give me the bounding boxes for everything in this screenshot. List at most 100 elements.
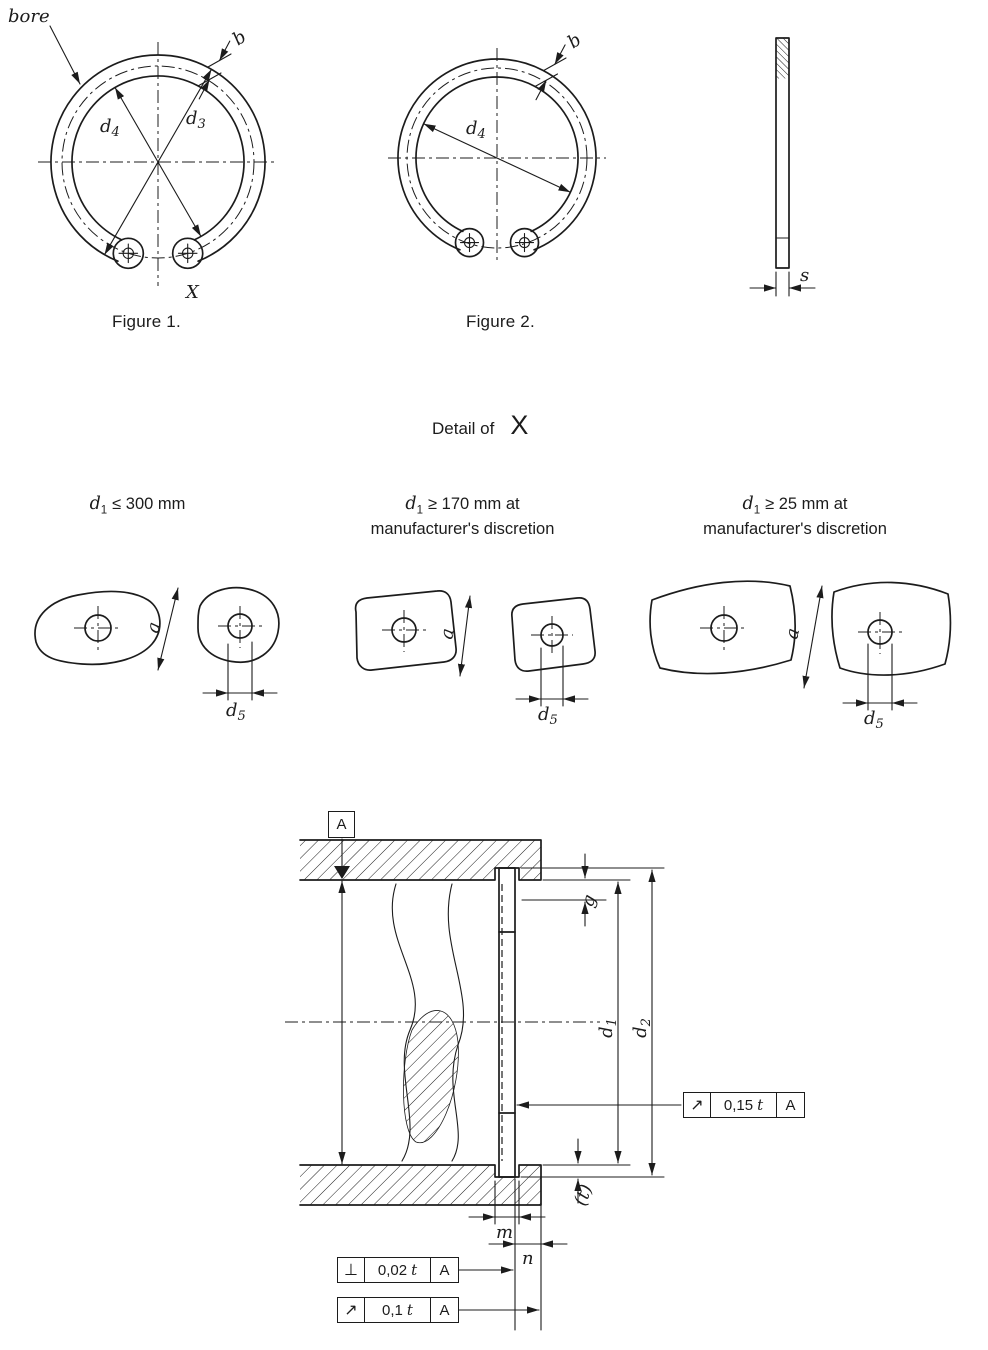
figure2-caption: Figure 2.: [466, 312, 535, 331]
condition-line2: manufacturer's discretion: [370, 520, 555, 539]
fig1-left-lug: [112, 237, 145, 270]
fig1-b-dim: [197, 40, 232, 100]
tolerance-number: 0,1: [382, 1301, 403, 1319]
d1-var: d: [89, 494, 101, 514]
detail-of-x-title: Detail of X: [432, 410, 528, 441]
g-label: g: [577, 892, 601, 910]
housing-top-hatch: [300, 840, 541, 880]
ring-section-top: [498, 867, 516, 933]
v1-a-label: a: [142, 620, 165, 635]
v3-right-segment: [831, 581, 952, 676]
fig2-d4-label: d4: [466, 118, 486, 142]
v1-left-hole: [74, 606, 122, 652]
condition-variant3: d1 ≥ 25 mm at manufacturer's discretion: [655, 492, 935, 541]
condition-line1: d1 ≤ 300 mm: [30, 492, 245, 518]
bore-label: bore: [8, 6, 50, 27]
v3-left-segment: [649, 580, 796, 675]
n-dim: [488, 1164, 568, 1331]
fig1-d4-label: d4: [100, 116, 120, 140]
datum-a-box: A: [328, 811, 355, 838]
detail-variant2: a d5: [354, 590, 596, 728]
condition-line1: d1≥ 170 mm at: [330, 492, 595, 518]
s-label: s: [800, 265, 809, 286]
fig1-d3-dim-line: [103, 68, 213, 256]
dim-extension-lines: [520, 867, 665, 1178]
tolerance-number: 0,02: [377, 1261, 408, 1279]
tolerance-datum: A: [431, 1297, 459, 1323]
fig2-left-lug: [454, 227, 485, 258]
v2-a-label: a: [436, 627, 459, 641]
ring-far-side-edges: [498, 931, 516, 1114]
v1-right-hole: [218, 606, 262, 648]
circular-runout-icon: ↗: [337, 1297, 365, 1323]
d1-var: d: [742, 494, 754, 514]
condition-variant1: d1 ≤ 300 mm: [30, 492, 245, 518]
figure1-ring-view: d4 d3 b X: [38, 25, 278, 303]
ring-side-view: s: [749, 37, 816, 297]
side-view-outline: [775, 37, 790, 269]
figure2-ring-view: d4 b: [388, 29, 606, 262]
tolerance-number: 0,15: [723, 1096, 754, 1114]
d1-sub: 1: [416, 504, 423, 517]
d1-sub: 1: [100, 504, 108, 517]
v1-d5-label: d5: [226, 700, 246, 724]
perpendicularity-icon: ⊥: [337, 1257, 365, 1283]
m-label: m: [496, 1222, 513, 1243]
v1-a-dim-line: [157, 587, 179, 671]
v3-left-hole: [700, 606, 748, 652]
housing-bottom-hatch: [300, 1165, 541, 1205]
fig2-b-label: b: [564, 29, 585, 53]
t-variable: t: [757, 1096, 764, 1114]
n-label: n: [522, 1248, 534, 1269]
housing-top-outline: [299, 839, 542, 881]
s-dim: [749, 271, 816, 297]
tolerance-datum: A: [431, 1257, 459, 1283]
detail-title-text: Detail of: [432, 419, 495, 438]
fig1-d3-label: d3: [186, 108, 206, 132]
v2-right-hole: [531, 616, 573, 656]
fig1-x-marker: X: [184, 282, 200, 303]
t-variable: t: [406, 1301, 413, 1319]
v2-left-hole: [382, 610, 426, 652]
fig2-centerlines: [388, 48, 606, 262]
fig1-right-lug: [171, 237, 204, 270]
v2-a-dim-line: [457, 595, 473, 677]
v3-right-hole: [858, 612, 902, 654]
fig1-centroid-circle: [61, 65, 255, 259]
fig1-outer-edge: [50, 54, 266, 263]
condition-line1: d1 ≥ 25 mm at: [655, 492, 935, 518]
v3-a-label: a: [781, 626, 804, 641]
side-view-section-hatch: [776, 38, 789, 79]
d1-label: d1: [596, 1018, 620, 1038]
condition-text: ≤ 300 mm: [112, 495, 186, 513]
d1-sub: 1: [753, 504, 761, 517]
v2-left-lug: [354, 590, 457, 671]
v1-d5-dim: [202, 641, 278, 701]
condition-text: ≥ 170 mm at: [428, 495, 520, 513]
d2-label: d2: [630, 1018, 654, 1038]
fig2-inner-edge: [415, 76, 579, 233]
tolerance-datum: A: [777, 1092, 805, 1118]
v2-d5-label: d5: [538, 704, 558, 728]
v1-left-lug: [34, 590, 161, 666]
t-ref-label: (t): [570, 1182, 597, 1209]
t-variable: t: [411, 1261, 418, 1279]
v1-right-lug: [197, 586, 280, 663]
detail-variant1: a d5: [34, 586, 280, 724]
fig1-b-label: b: [229, 26, 250, 50]
fig1-centerlines: [38, 42, 278, 286]
v3-d5-dim: [842, 643, 918, 711]
condition-text: ≥ 25 mm at: [765, 495, 848, 513]
condition-variant2: d1≥ 170 mm at manufacturer's discretion: [330, 492, 595, 541]
fig2-b-dim: [534, 44, 567, 101]
v2-right-lug: [511, 597, 596, 672]
circular-runout-icon: ↗: [683, 1092, 711, 1118]
v2-d5-dim: [515, 645, 589, 707]
condition-line2: manufacturer's discretion: [703, 520, 887, 539]
v3-a-dim-line: [802, 585, 824, 689]
